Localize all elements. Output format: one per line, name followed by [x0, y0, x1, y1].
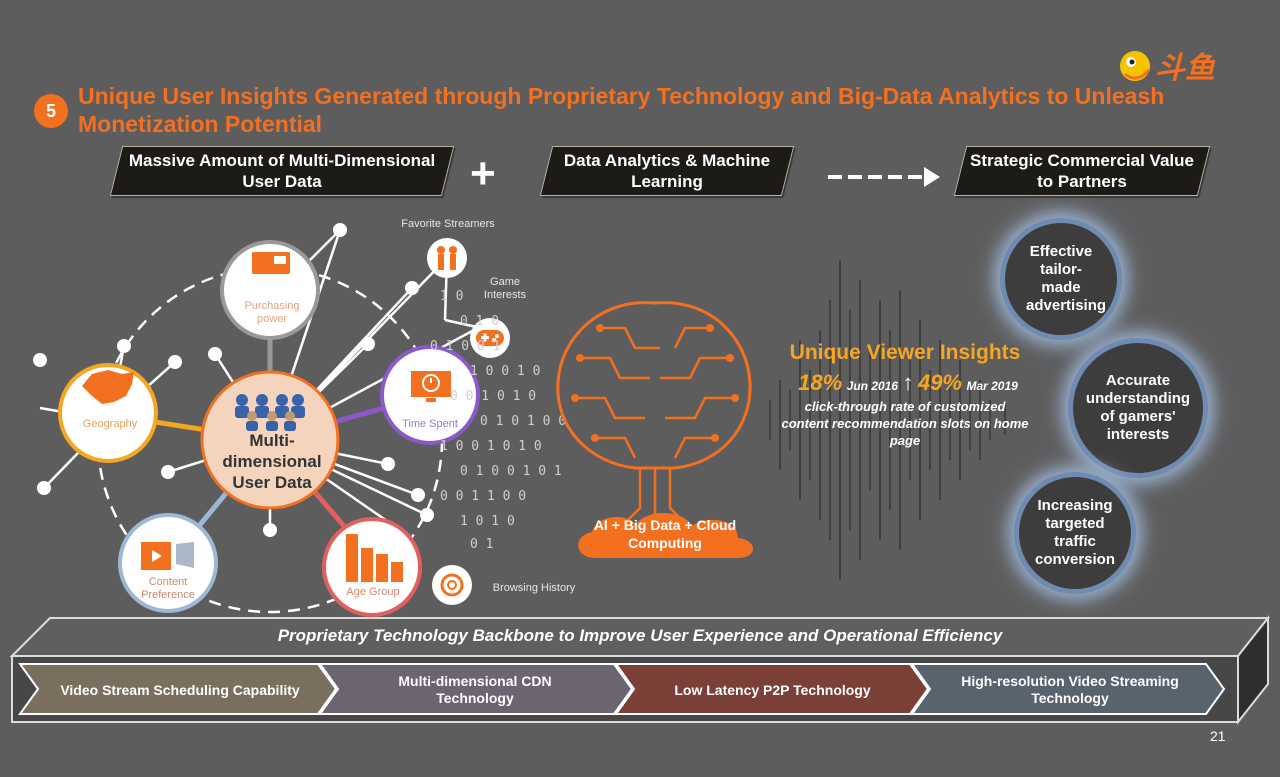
node-label-age-group: Age Group [346, 586, 400, 598]
svg-text:0 0 1 0 1 0: 0 0 1 0 1 0 [450, 389, 536, 404]
ctr-from-value: 18% [798, 370, 843, 395]
svg-text:0 1 0 1 0 0: 0 1 0 1 0 0 [480, 414, 566, 429]
backbone-item-p2p: Low Latency P2P Technology [674, 681, 871, 698]
flow-box-commercial-value: Strategic Commercial Value to Partners [953, 146, 1211, 196]
section-number-badge: 5 [34, 94, 68, 128]
insights-stats: 18% Jun 2016 ↑ 49% Mar 2019 [778, 370, 1038, 396]
bar-chart-icon [346, 534, 403, 582]
cloud-shape [578, 512, 753, 558]
svg-text:1 0 0 1 0 1 0: 1 0 0 1 0 1 0 [440, 439, 542, 454]
video-play-icon [141, 542, 194, 570]
dashed-arrow-icon [828, 167, 940, 187]
node-label-time-spent: Time Spent [402, 418, 458, 430]
ctr-to-value: 49% [917, 370, 962, 395]
plus-sign: + [470, 149, 496, 198]
arrow-up-icon: ↑ [902, 370, 914, 395]
flow-box-user-data-label: Massive Amount of Multi-Dimensional User… [128, 151, 436, 191]
backbone-platform [9, 615, 1271, 725]
outcome-traffic-conversion-label: Increasing targeted traffic conversion [1034, 497, 1116, 568]
outcome-traffic-conversion: Increasing targeted traffic conversion [1014, 472, 1136, 594]
svg-text:0 1 0 0 1: 0 1 0 0 1 [430, 339, 500, 354]
outcome-advertising-label: Effective tailor-made advertising [1026, 243, 1107, 314]
waveform-graphic [769, 260, 1006, 580]
page-number: 21 [1210, 728, 1226, 744]
user-data-network-diagram [33, 223, 510, 617]
label-browsing-history: Browsing History [492, 582, 576, 594]
insights-title: Unique Viewer Insights [789, 341, 1021, 364]
ctr-from-date: Jun 2016 [846, 379, 899, 393]
svg-text:1 0: 1 0 [440, 289, 463, 304]
streamers-icon [437, 246, 457, 270]
label-game-interests: Game Interests [483, 276, 527, 301]
brain-caption: AI + Big Data + Cloud Computing [593, 517, 737, 551]
backbone-item-high-resolution: High-resolution Video Streaming Technolo… [961, 673, 1179, 706]
browser-icon [440, 573, 464, 597]
node-label-purchasing: Purchasing power [244, 300, 300, 325]
backbone-item-video-scheduling: Video Stream Scheduling Capability [60, 681, 300, 698]
label-favorite-streamers: Favorite Streamers [401, 218, 495, 230]
shopping-screen-icon [252, 252, 290, 274]
svg-text:0 1 0 0 1 0 1: 0 1 0 0 1 0 1 [460, 464, 562, 479]
svg-text:斗鱼: 斗鱼 [1155, 51, 1216, 86]
binary-stream-graphic: 1 0 0 1 0 0 1 0 0 1 1 0 0 1 0 0 0 1 0 1 0 0 … [430, 289, 566, 552]
douyu-logo: 斗鱼 [1120, 51, 1216, 86]
ctr-to-date: Mar 2019 [966, 379, 1018, 393]
insights-description: click-through rate of customized content… [781, 399, 1029, 448]
svg-text:0 1 0: 0 1 0 [460, 314, 499, 329]
backbone-item-cdn: Multi-dimensional CDN Technology [398, 673, 552, 706]
flow-box-analytics: Data Analytics & Machine Learning [539, 146, 795, 196]
outcome-advertising: Effective tailor-made advertising [1000, 218, 1122, 340]
node-label-content-preference: Content Preference [141, 576, 195, 601]
svg-text:1 0 0 1 0: 1 0 0 1 0 [470, 364, 540, 379]
outcome-understanding-label: Accurate understanding of gamers' intere… [1085, 372, 1191, 443]
gamepad-icon [476, 330, 504, 346]
monitor-clock-icon [411, 371, 451, 402]
page-title: Unique User Insights Generated through P… [78, 83, 1165, 137]
svg-text:0 1: 0 1 [470, 537, 493, 552]
china-map-icon [82, 370, 134, 404]
outcome-understanding: Accurate understanding of gamers' intere… [1068, 338, 1208, 478]
node-label-geography: Geography [82, 418, 138, 430]
center-node-label: Multi-dimensional User Data [222, 431, 322, 492]
flow-box-user-data: Massive Amount of Multi-Dimensional User… [109, 146, 455, 196]
flow-box-analytics-label: Data Analytics & Machine Learning [563, 151, 771, 191]
svg-text:1 0 1 0: 1 0 1 0 [460, 514, 515, 529]
svg-text:0 0 1 1 0 0: 0 0 1 1 0 0 [440, 489, 526, 504]
backbone-title: Proprietary Technology Backbone to Impro… [277, 626, 1003, 645]
flow-box-commercial-value-label: Strategic Commercial Value to Partners [970, 151, 1194, 191]
users-group-icon [235, 394, 305, 431]
